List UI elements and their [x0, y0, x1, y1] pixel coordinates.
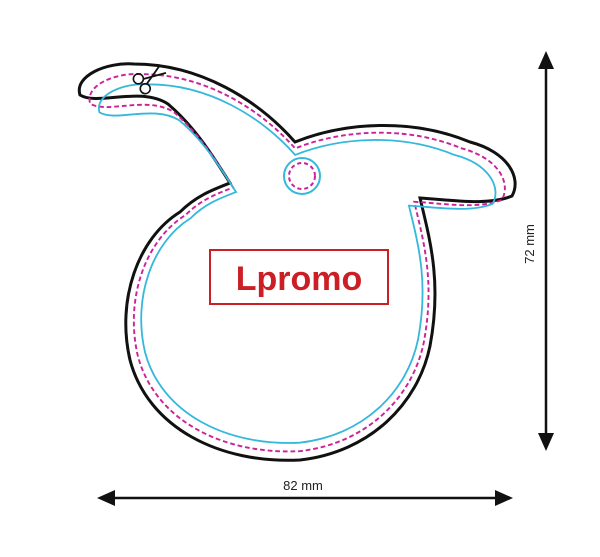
- hang-hole-dashed: [288, 162, 316, 190]
- height-dimension: 72 mm: [522, 51, 554, 451]
- arrow-right-icon: [495, 490, 513, 506]
- scissors-icon: [132, 64, 167, 95]
- width-label: 82 mm: [283, 478, 323, 493]
- arrow-down-icon: [538, 433, 554, 451]
- arrow-left-icon: [97, 490, 115, 506]
- arrow-up-icon: [538, 51, 554, 69]
- width-dimension: 82 mm: [97, 478, 513, 506]
- logo: Lpromo: [209, 249, 389, 305]
- hang-hole-outer: [283, 157, 321, 195]
- logo-text: Lpromo: [236, 260, 363, 298]
- height-label: 72 mm: [522, 224, 537, 264]
- logo-frame: [209, 249, 389, 305]
